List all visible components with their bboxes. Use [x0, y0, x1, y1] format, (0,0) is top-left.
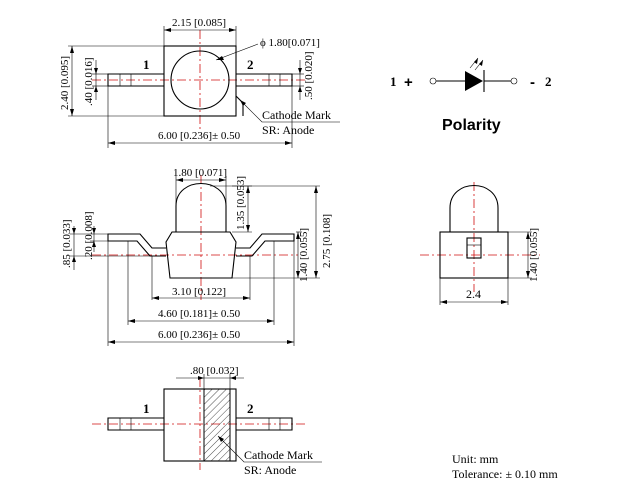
end-view: 2.4 1.40 [0.055] — [420, 182, 540, 305]
top-pin2-label: 2 — [247, 57, 254, 72]
polarity-plus: + — [404, 74, 413, 91]
bottom-pin1-label: 1 — [143, 401, 150, 416]
bottom-view: 1 2 .80 [0.032] Cathode Mark SR: Anode — [92, 365, 322, 477]
polarity-minus: - — [530, 74, 535, 91]
dim-body-width: 2.15 [0.085] — [172, 17, 226, 29]
polarity-pin1: 1 — [390, 74, 397, 89]
dim-body-height: 1.40 [0.055] — [298, 228, 310, 282]
dim-mark-width: .80 [0.032] — [190, 365, 239, 377]
top-sr-anode: SR: Anode — [262, 123, 314, 137]
dim-lens-dia: ϕ 1.80[0.071] — [260, 37, 320, 49]
dim-total-height: 2.75 [0.108] — [321, 214, 333, 268]
dim-dome-width: 1.80 [0.071] — [173, 167, 227, 179]
bottom-cathode-mark: Cathode Mark — [244, 448, 313, 462]
polarity-title: Polarity — [442, 117, 501, 134]
unit-note: Unit: mm — [452, 452, 499, 466]
polarity-pin2: 2 — [545, 74, 552, 89]
dim-foot-length: 4.60 [0.181]± 0.50 — [158, 308, 241, 320]
top-view: 1 2 2.15 [0.085] ϕ 1.80[0.071] 2.40 [0.0… — [59, 17, 340, 148]
dim-end-height: 1.40 [0.055] — [528, 228, 540, 282]
dim-lead-offset: .85 [0.033] — [61, 219, 73, 268]
top-pin1-label: 1 — [143, 57, 150, 72]
top-cathode-mark: Cathode Mark — [262, 108, 331, 122]
dim-lead-thickness: .20 [0.008] — [83, 211, 95, 260]
bottom-sr-anode: SR: Anode — [244, 463, 296, 477]
dim-total-length: 6.00 [0.236]± 0.50 — [158, 130, 241, 142]
tolerance-note: Tolerance: ± 0.10 mm — [452, 467, 558, 481]
dim-lead-width: .40 [0.016] — [83, 57, 95, 106]
dim-end-width: 2.4 — [466, 287, 481, 301]
dim-body-length: 3.10 [0.122] — [172, 286, 226, 298]
dim-lead-width-right: .50 [0.020] — [303, 51, 315, 100]
side-view: 1.80 [0.071] 1.35 [0.053] 2.75 [0.108] 1… — [61, 167, 333, 346]
dim-dome-height: 1.35 [0.053] — [235, 176, 247, 230]
dim-total-length-side: 6.00 [0.236]± 0.50 — [158, 329, 241, 341]
notes: Unit: mm Tolerance: ± 0.10 mm — [452, 452, 558, 481]
dim-height: 2.40 [0.095] — [59, 56, 71, 110]
polarity-symbol: 1 + - 2 Polarity — [390, 57, 552, 134]
bottom-pin2-label: 2 — [247, 401, 254, 416]
